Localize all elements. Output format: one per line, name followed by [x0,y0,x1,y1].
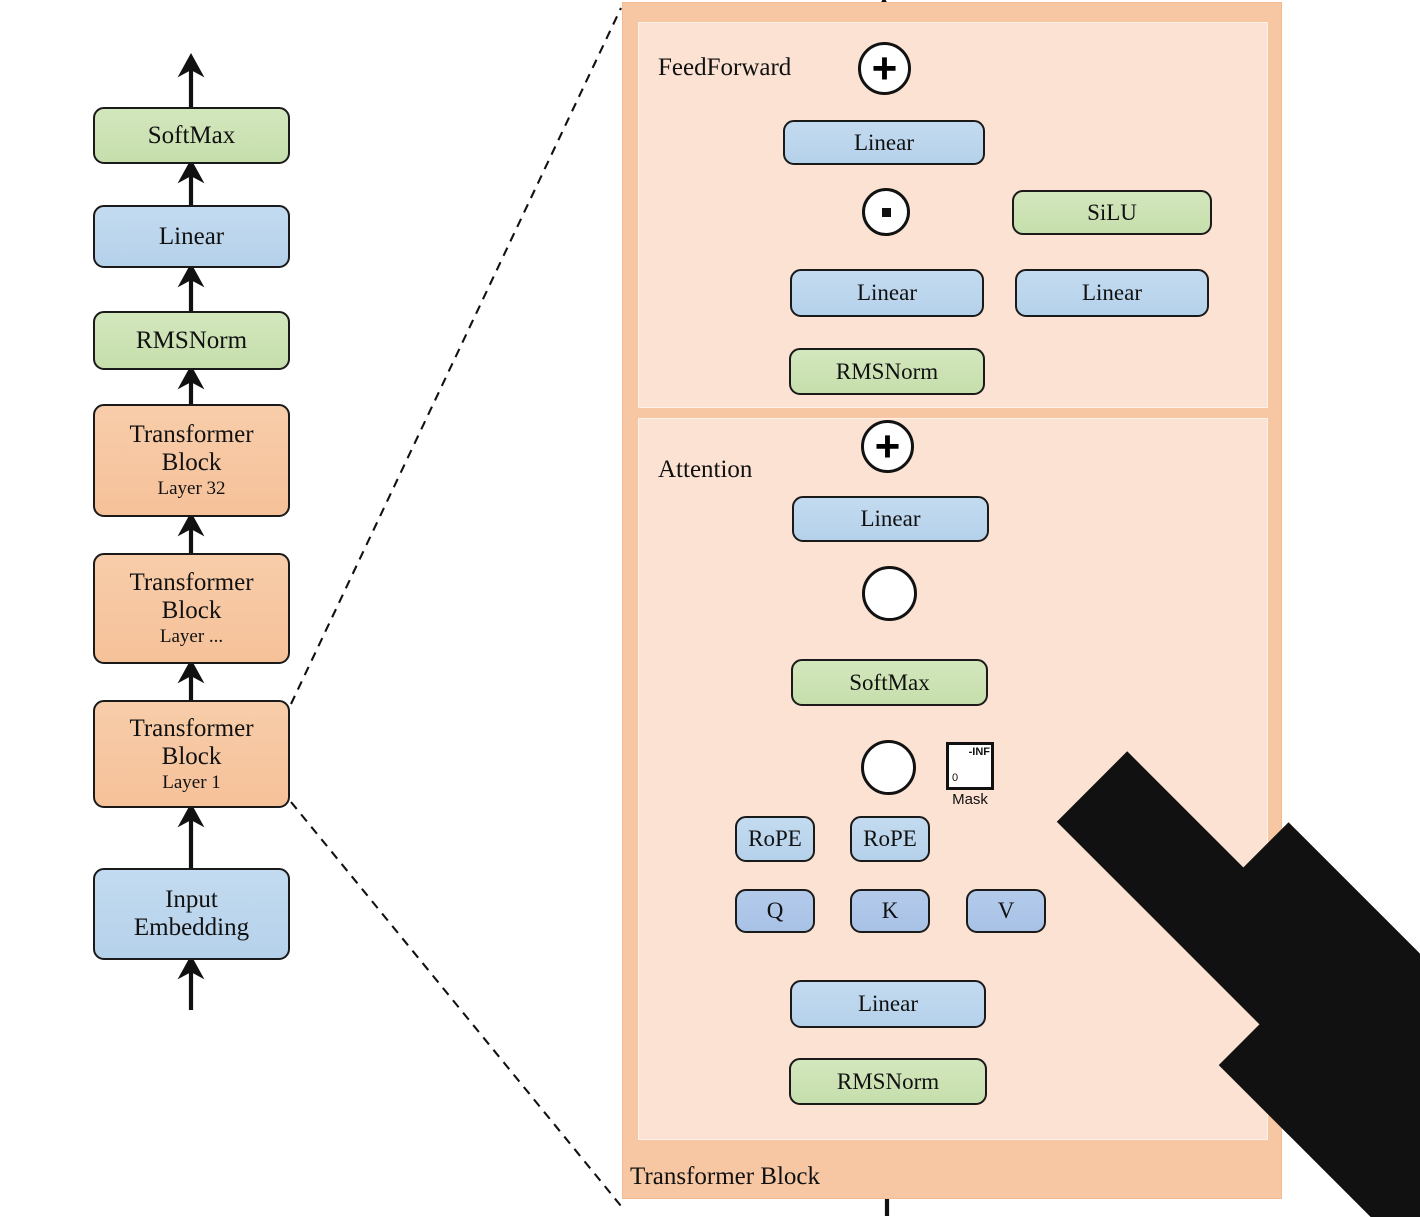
attention-matmul-value-icon[interactable] [862,566,1420,1092]
attention-rmsnorm[interactable]: RMSNorm [789,1058,987,1105]
node-label: Input Embedding [133,886,250,941]
node-label: V [997,898,1015,924]
attention-rope-query[interactable]: RoPE [735,816,815,862]
mask-lower-value: 0 [952,772,959,784]
node-label: SiLU [1087,199,1137,225]
node-transformer-block-1[interactable]: Transformer Block Layer 1 [93,700,290,808]
attention-panel-title: Attention [658,456,753,483]
node-label: Linear [857,991,918,1017]
node-sublabel: Layer 1 [162,771,221,793]
feedforward-silu[interactable]: SiLU [1012,190,1212,235]
node-label: Linear [860,506,921,532]
node-label: Transformer Block [129,569,254,625]
node-label: RMSNorm [836,1068,940,1094]
feedforward-linear-out[interactable]: Linear [783,120,985,165]
feedforward-rmsnorm[interactable]: RMSNorm [789,348,985,395]
attention-mask-icon[interactable]: -INF 0 [946,742,1420,1185]
node-label: Linear [158,222,225,250]
feedforward-elementwise-multiply-icon[interactable] [862,188,910,236]
node-label: RMSNorm [135,326,248,354]
node-softmax[interactable]: SoftMax [93,107,290,164]
feedforward-add-icon[interactable]: + [858,42,911,95]
plus-glyph: + [871,43,898,93]
node-label: Transformer Block [129,421,254,477]
node-label: RMSNorm [835,358,939,384]
attention-value[interactable]: V [966,889,1046,933]
node-label: SoftMax [147,121,236,149]
attention-key[interactable]: K [850,889,930,933]
node-label: RoPE [863,826,917,852]
feedforward-panel-title: FeedForward [658,54,792,81]
node-label: Q [766,898,784,924]
node-label: Linear [1081,280,1142,306]
node-input-embedding[interactable]: Input Embedding [93,868,290,960]
attention-query[interactable]: Q [735,889,815,933]
node-label: RoPE [748,826,802,852]
node-label: Transformer Block [129,714,254,770]
times-glyph [1218,996,1420,1217]
attention-linear-qkv[interactable]: Linear [790,980,986,1028]
node-sublabel: Layer 32 [157,478,226,500]
attention-linear-out[interactable]: Linear [792,496,989,542]
node-label: Linear [853,129,914,155]
node-linear-head[interactable]: Linear [93,205,290,268]
attention-softmax[interactable]: SoftMax [791,659,988,706]
attention-mask-caption: Mask [952,791,988,808]
node-transformer-block-dots[interactable]: Transformer Block Layer ... [93,553,290,664]
feedforward-linear-gate[interactable]: Linear [790,269,984,317]
feedforward-linear-up[interactable]: Linear [1015,269,1209,317]
mask-diagonal [1056,751,1420,1185]
callout-dashed-lines [290,7,622,1207]
node-label: Linear [856,280,917,306]
attention-matmul-qk-icon[interactable] [861,740,1420,1217]
plus-glyph: + [874,421,901,471]
times-glyph [1219,822,1420,1092]
node-rmsnorm-final[interactable]: RMSNorm [93,311,290,370]
node-transformer-block-32[interactable]: Transformer Block Layer 32 [93,404,290,517]
node-label: K [881,898,899,924]
node-sublabel: Layer ... [159,626,224,648]
mask-upper-value: -INF [968,746,990,758]
attention-add-icon[interactable]: + [861,420,914,473]
attention-rope-key[interactable]: RoPE [850,816,930,862]
transformer-block-outer-title: Transformer Block [630,1163,821,1190]
node-label: SoftMax [849,669,930,695]
dot-glyph [881,207,891,217]
